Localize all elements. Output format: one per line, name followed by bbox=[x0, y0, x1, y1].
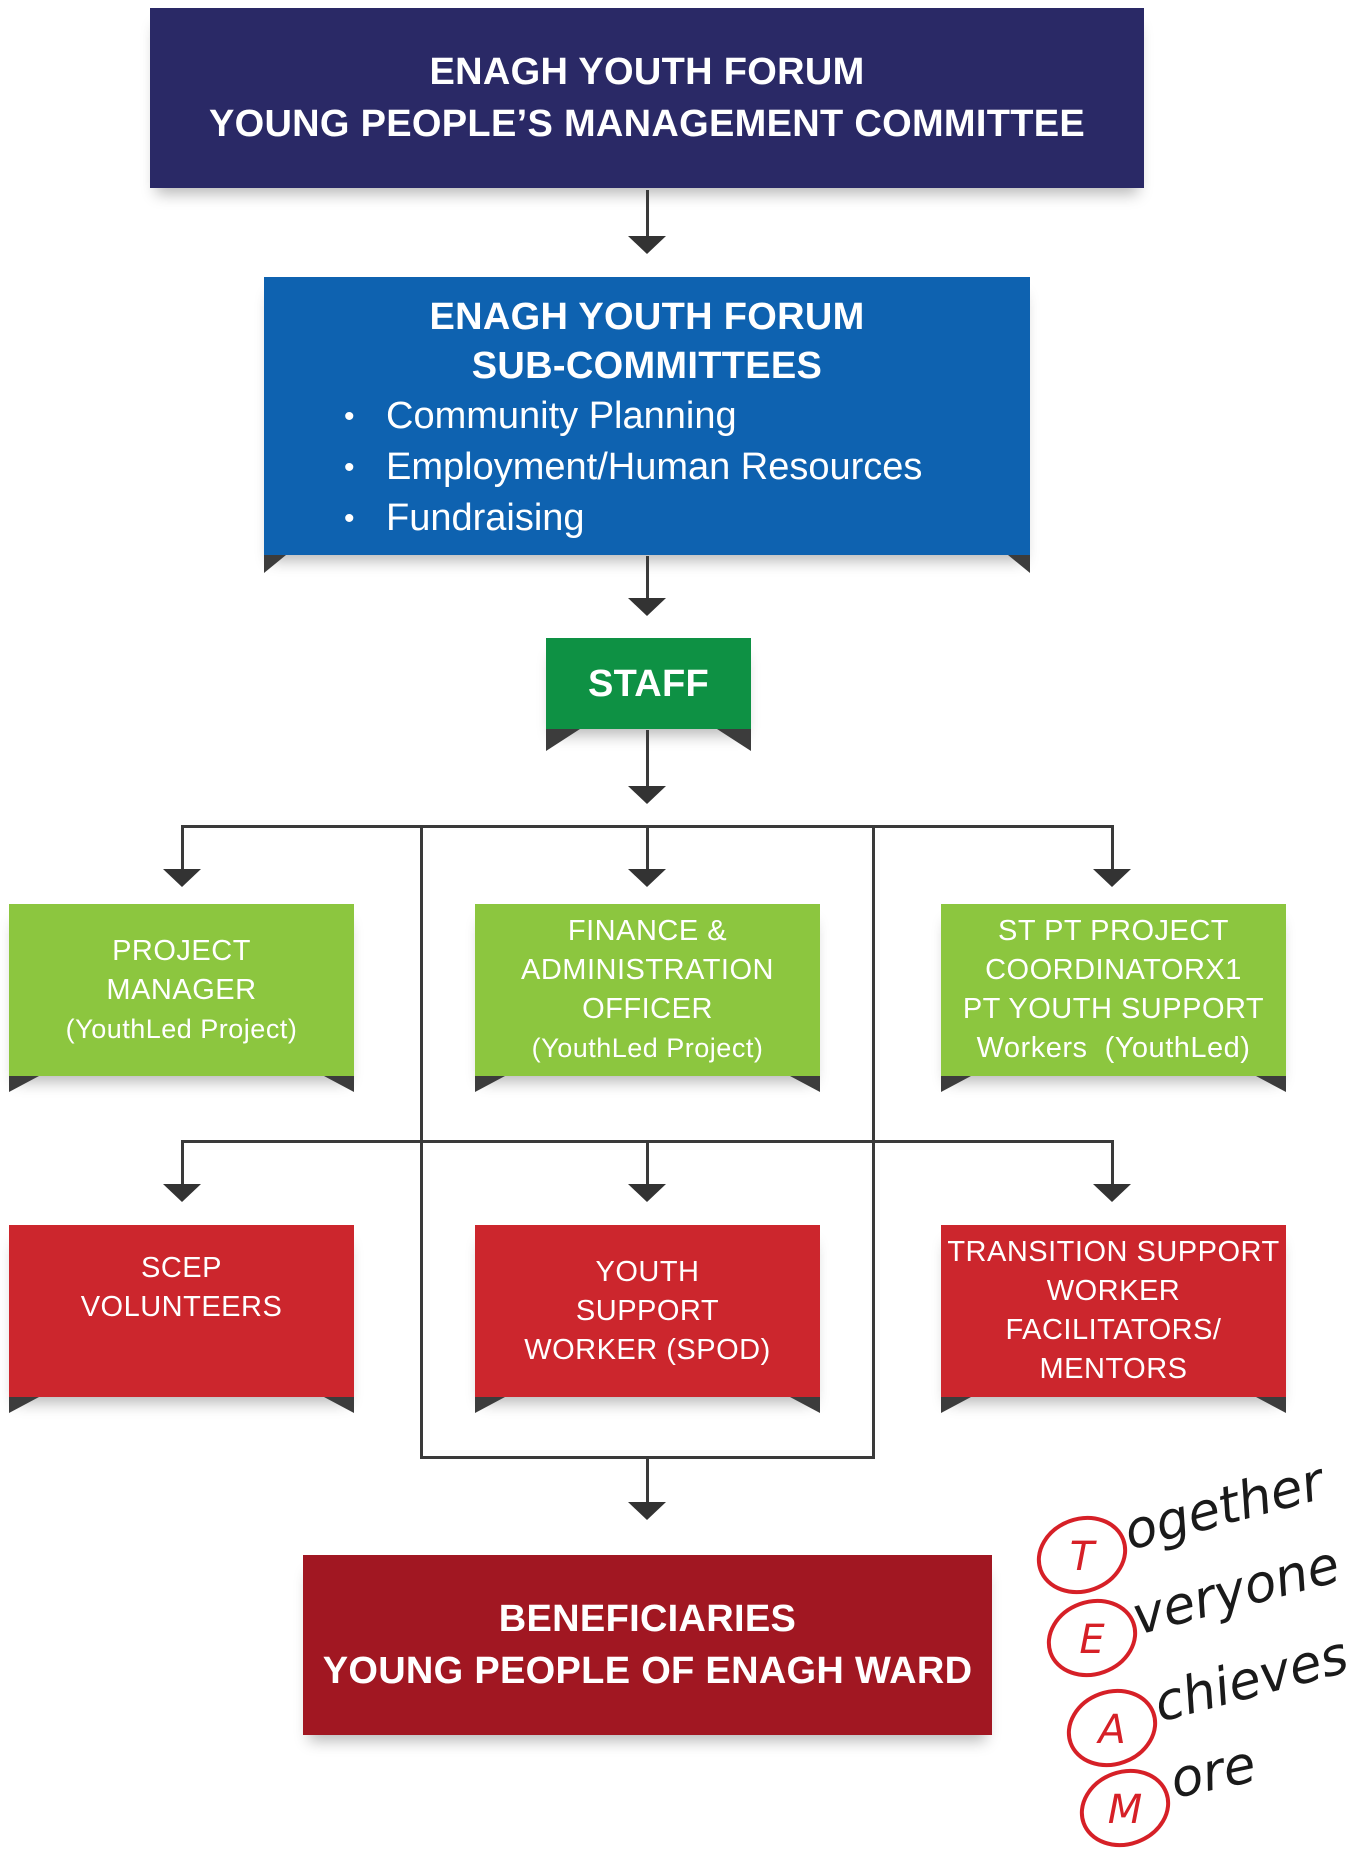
down-arrow-icon bbox=[628, 1502, 666, 1520]
corner-fold bbox=[1256, 1397, 1286, 1413]
corner-fold bbox=[790, 1397, 820, 1413]
team-letter: T bbox=[1070, 1534, 1098, 1580]
subcommittees-title-line1: ENAGH YOUTH FORUM bbox=[429, 296, 865, 338]
role-line: SCEP bbox=[141, 1252, 222, 1284]
project-coordinator-box: ST PT PROJECT COORDINATORX1 PT YOUTH SUP… bbox=[941, 904, 1286, 1076]
connector-line bbox=[646, 556, 649, 600]
role-line: ST PT PROJECT bbox=[997, 915, 1230, 947]
subcommittee-item: Community Planning bbox=[344, 391, 922, 442]
team-letter: E bbox=[1079, 1617, 1105, 1663]
role-line: MANAGER bbox=[106, 973, 257, 1006]
beneficiaries-box: BENEFICIARIES YOUNG PEOPLE OF ENAGH WARD bbox=[303, 1555, 992, 1735]
connector-line bbox=[646, 1140, 649, 1184]
finance-officer-box: FINANCE & ADMINISTRATION OFFICER (YouthL… bbox=[475, 904, 820, 1076]
role-line: FACILITATORS/ bbox=[1005, 1314, 1222, 1346]
down-arrow-icon bbox=[628, 786, 666, 804]
subcommittee-item: Fundraising bbox=[344, 493, 922, 544]
role-line: FINANCE & bbox=[567, 915, 728, 947]
team-acronym-graphic: T ogether E veryone A chieves M ore bbox=[1036, 1460, 1349, 1848]
corner-fold bbox=[9, 1397, 39, 1413]
role-line: YOUTH bbox=[595, 1255, 700, 1288]
corner-fold bbox=[9, 1076, 39, 1092]
role-line: WORKER (SPOD) bbox=[524, 1333, 771, 1366]
scep-volunteers-box: SCEP VOLUNTEERS bbox=[9, 1225, 354, 1397]
corner-fold bbox=[475, 1397, 505, 1413]
down-arrow-icon bbox=[163, 869, 201, 887]
role-line: PROJECT bbox=[112, 934, 251, 967]
role-line: PT YOUTH SUPPORT bbox=[962, 993, 1265, 1025]
corner-fold bbox=[546, 729, 580, 751]
management-title-line1: ENAGH YOUTH FORUM bbox=[429, 51, 865, 93]
circle-icon bbox=[1046, 1598, 1138, 1678]
transition-support-box: TRANSITION SUPPORT WORKER FACILITATORS/ … bbox=[941, 1225, 1286, 1397]
corner-fold bbox=[475, 1076, 505, 1092]
project-manager-box: PROJECT MANAGER (YouthLed Project) bbox=[9, 904, 354, 1076]
role-line: ADMINISTRATION bbox=[521, 954, 774, 986]
role-line: OFFICER bbox=[582, 993, 713, 1025]
corner-fold bbox=[941, 1076, 971, 1092]
connector-line bbox=[181, 825, 184, 869]
corner-fold bbox=[324, 1397, 354, 1413]
down-arrow-icon bbox=[628, 869, 666, 887]
team-word: ore bbox=[1165, 1734, 1261, 1810]
role-line: COORDINATORX1 bbox=[985, 954, 1242, 986]
circle-icon bbox=[1066, 1688, 1158, 1768]
corner-fold bbox=[717, 729, 751, 751]
down-arrow-icon bbox=[1093, 869, 1131, 887]
down-arrow-icon bbox=[628, 236, 666, 254]
down-arrow-icon bbox=[163, 1184, 201, 1202]
subcommittees-box: ENAGH YOUTH FORUM SUB-COMMITTEES Communi… bbox=[264, 277, 1030, 555]
connector-line bbox=[646, 730, 649, 788]
down-arrow-icon bbox=[1093, 1184, 1131, 1202]
connector-line bbox=[181, 1140, 184, 1184]
corner-fold bbox=[790, 1076, 820, 1092]
team-letter: M bbox=[1108, 1787, 1143, 1833]
team-letter: A bbox=[1095, 1707, 1125, 1753]
corner-fold bbox=[324, 1076, 354, 1092]
connector-line bbox=[646, 825, 649, 869]
corner-fold bbox=[941, 1397, 971, 1413]
role-line: SUPPORT bbox=[575, 1294, 720, 1327]
management-committee-box: ENAGH YOUTH FORUM YOUNG PEOPLE’S MANAGEM… bbox=[150, 8, 1144, 188]
role-line: WORKER bbox=[1046, 1275, 1181, 1307]
role-note: (YouthLed Project) bbox=[531, 1033, 764, 1063]
role-line: TRANSITION SUPPORT bbox=[947, 1236, 1280, 1268]
down-arrow-icon bbox=[628, 598, 666, 616]
subcommittees-title-line2: SUB-COMMITTEES bbox=[471, 345, 823, 387]
connector-line bbox=[1111, 825, 1114, 869]
connector-line bbox=[646, 190, 649, 238]
circle-icon bbox=[1036, 1515, 1128, 1595]
subcommittee-item: Employment/Human Resources bbox=[344, 442, 922, 493]
circle-icon bbox=[1079, 1768, 1171, 1848]
youth-support-worker-box: YOUTH SUPPORT WORKER (SPOD) bbox=[475, 1225, 820, 1397]
subcommittees-list: Community Planning Employment/Human Reso… bbox=[264, 391, 922, 544]
management-title-line2: YOUNG PEOPLE’S MANAGEMENT COMMITTEE bbox=[208, 103, 1086, 145]
connector-line bbox=[646, 1456, 649, 1504]
beneficiaries-title-line1: BENEFICIARIES bbox=[498, 1598, 797, 1640]
connector-line bbox=[1111, 1140, 1114, 1184]
down-arrow-icon bbox=[628, 1184, 666, 1202]
corner-fold bbox=[1256, 1076, 1286, 1092]
staff-box: STAFF bbox=[546, 638, 751, 729]
corner-fold bbox=[1008, 555, 1030, 573]
corner-fold bbox=[264, 555, 286, 573]
role-line: Workers (YouthLed) bbox=[976, 1032, 1251, 1064]
role-line: MENTORS bbox=[1039, 1353, 1188, 1385]
team-word: chieves bbox=[1148, 1625, 1349, 1734]
beneficiaries-title-line2: YOUNG PEOPLE OF ENAGH WARD bbox=[322, 1650, 973, 1692]
role-line: VOLUNTEERS bbox=[80, 1291, 283, 1323]
role-note: (YouthLed Project) bbox=[65, 1013, 298, 1044]
staff-label: STAFF bbox=[587, 662, 710, 705]
